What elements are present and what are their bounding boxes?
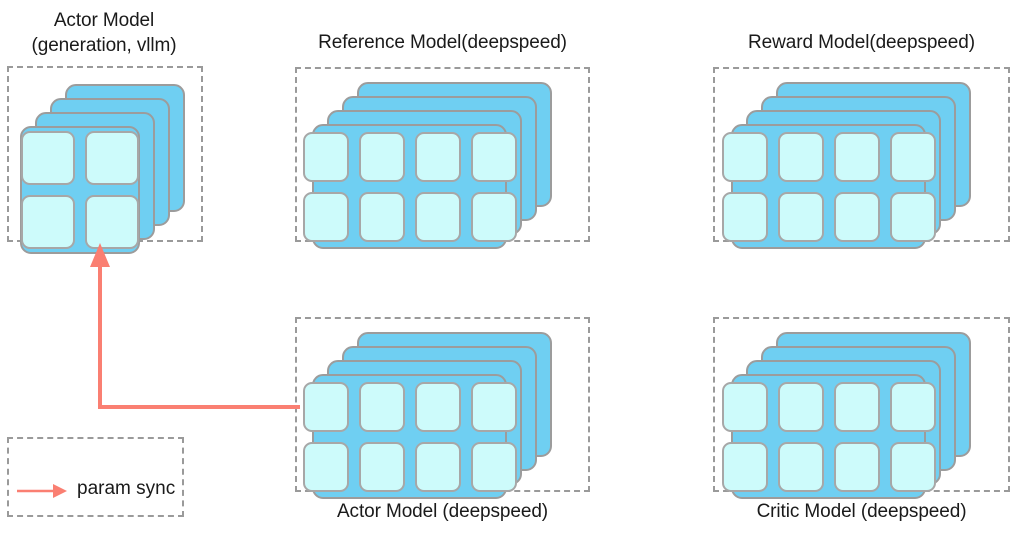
chip: [833, 441, 880, 492]
chip: [889, 381, 936, 432]
chip: [889, 441, 936, 492]
chip: [302, 131, 349, 182]
chip: [358, 381, 405, 432]
chip: [889, 191, 936, 242]
chip: [721, 441, 768, 492]
chip: [358, 131, 405, 182]
chip: [85, 195, 139, 249]
param-sync-line: [98, 262, 300, 409]
chip: [777, 381, 824, 432]
group-critic-model[interactable]: [713, 317, 1010, 499]
group-reference-model[interactable]: [295, 67, 590, 249]
chip: [85, 131, 139, 185]
caption-actor-vllm: Actor Model (generation, vllm): [31, 10, 177, 56]
chip: [302, 441, 349, 492]
chip: [414, 131, 461, 182]
caption-actor-deepspeed: Actor Model (deepspeed): [336, 501, 549, 522]
group-actor-deepspeed[interactable]: [295, 317, 590, 499]
chip: [833, 381, 880, 432]
chip: [721, 381, 768, 432]
legend-box: param sync: [7, 437, 184, 517]
chip: [358, 191, 405, 242]
caption-reference-model: Reference Model(deepspeed): [318, 32, 567, 53]
legend-label: param sync: [77, 478, 176, 499]
chip: [470, 441, 517, 492]
group-reward-model[interactable]: [713, 67, 1010, 249]
card-layer-1: [721, 124, 936, 249]
chip: [721, 131, 768, 182]
card-layer-1: [302, 374, 517, 499]
chip: [777, 191, 824, 242]
chip: [470, 131, 517, 182]
chip: [721, 191, 768, 242]
chip: [302, 381, 349, 432]
chip: [414, 441, 461, 492]
chip: [414, 381, 461, 432]
chip: [414, 191, 461, 242]
chip: [302, 191, 349, 242]
chip: [21, 195, 75, 249]
chip: [777, 131, 824, 182]
chip: [358, 441, 405, 492]
caption-reward-model: Reward Model(deepspeed): [748, 32, 975, 53]
card-layer-1: [20, 126, 140, 254]
chip: [470, 191, 517, 242]
chip: [833, 191, 880, 242]
legend-arrow-icon: [17, 484, 67, 498]
group-actor-vllm[interactable]: [7, 66, 203, 254]
card-layer-1: [302, 124, 517, 249]
chip: [889, 131, 936, 182]
chip: [21, 131, 75, 185]
chip: [470, 381, 517, 432]
chip: [833, 131, 880, 182]
card-layer-1: [721, 374, 936, 499]
caption-critic-model: Critic Model (deepspeed): [756, 501, 967, 522]
chip: [777, 441, 824, 492]
